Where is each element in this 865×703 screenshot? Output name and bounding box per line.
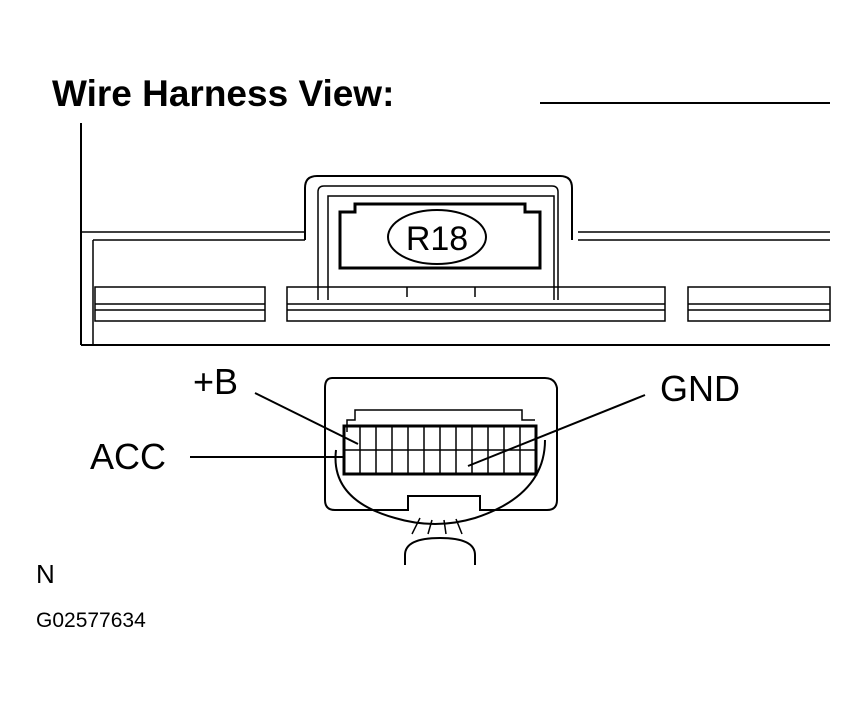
figure-code: G02577634 <box>36 609 146 632</box>
acc-label: ACC <box>90 436 166 477</box>
harness-connector <box>324 377 558 565</box>
plus-b-label: +B <box>193 361 238 402</box>
gnd-leader <box>467 394 646 467</box>
footer-letter: N <box>36 559 55 589</box>
mounting-rails <box>94 286 831 322</box>
connector-id-label: R18 <box>406 220 468 258</box>
diagram-title: Wire Harness View: <box>52 73 394 114</box>
ecu-body-outline <box>80 123 830 346</box>
connector-id-oval <box>387 209 487 265</box>
gnd-label: GND <box>660 368 740 409</box>
plus-b-leader <box>254 392 359 445</box>
header-socket <box>304 175 573 300</box>
